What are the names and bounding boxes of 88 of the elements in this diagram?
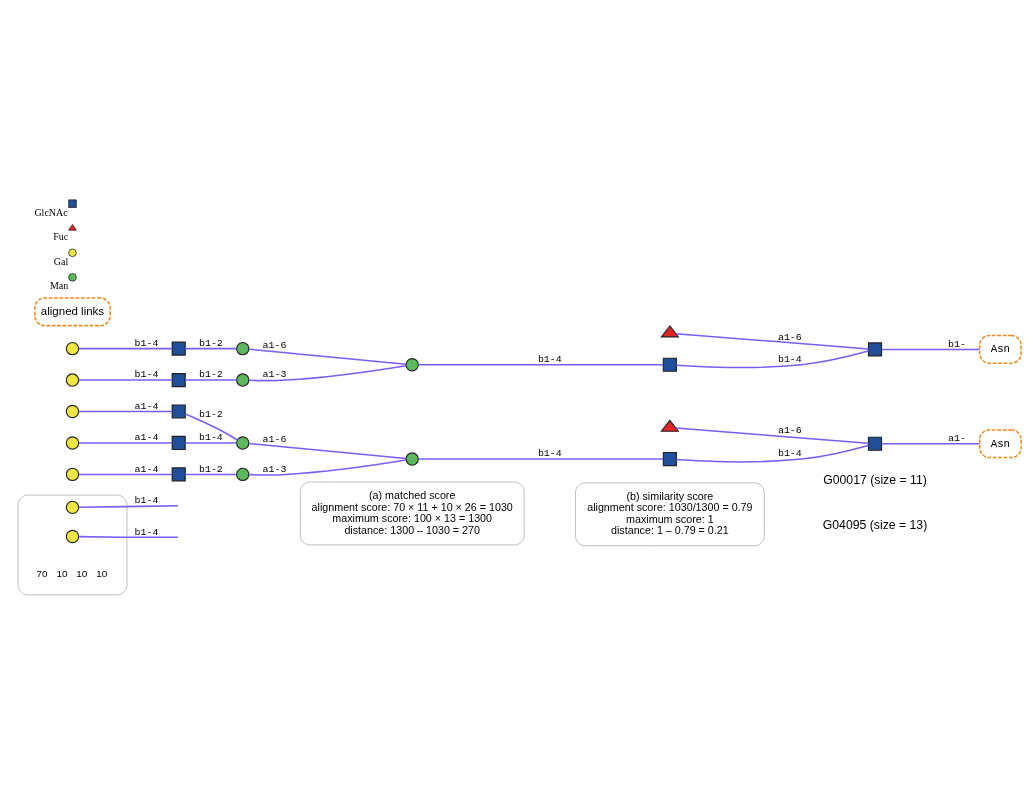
connector (184, 347, 238, 350)
legend-label: aligned links (40, 304, 105, 317)
node-circle (236, 341, 250, 356)
connector (184, 473, 238, 476)
legend-label: Gal (53, 255, 69, 267)
node-circle (65, 404, 80, 419)
node-circle (236, 373, 250, 387)
node-box (171, 404, 186, 419)
edge-label: b1-4 (537, 353, 562, 365)
connector (248, 348, 407, 365)
node-box (867, 342, 883, 357)
connector (248, 459, 407, 476)
node-triangle (660, 419, 680, 432)
node-circle (65, 373, 80, 387)
edge-label: b1-4 (134, 526, 159, 538)
node-circle (65, 500, 80, 515)
connector (417, 363, 664, 366)
connector (248, 442, 407, 460)
node-circle (65, 341, 80, 356)
node-box (171, 341, 186, 356)
connector (248, 364, 407, 382)
node-circle (65, 436, 80, 450)
edge-label: b1-4 (198, 432, 223, 444)
edge-label: a1-6 (262, 433, 287, 445)
connector (78, 379, 173, 381)
node-circle (405, 358, 419, 372)
connector (675, 332, 870, 350)
node-box (171, 373, 186, 388)
node-triangle (660, 325, 680, 338)
edge-label: b1-2 (198, 369, 223, 381)
edge-label: a1-4 (134, 432, 159, 444)
edge-label: b1-2 (198, 463, 223, 475)
edge-label: a1-6 (777, 331, 802, 343)
label: 10 (56, 567, 68, 579)
node-box: Asn (978, 429, 1022, 459)
node-box (171, 467, 186, 482)
connector (78, 410, 173, 413)
edge-label: b1-4 (134, 495, 159, 507)
connector (675, 350, 870, 369)
connector (675, 427, 870, 445)
node-circle (405, 452, 419, 466)
node-box: (b) similarity score alignment score: 1030/1300 = 0.79 maximum score: 1 distance: 1 – 0.79 = 0.21 (575, 482, 765, 547)
node-box (171, 435, 186, 451)
node-circle (236, 436, 250, 450)
connector (184, 442, 238, 444)
node-box (662, 357, 677, 372)
label: 10 (76, 567, 88, 579)
edge-label: a1-4 (134, 463, 159, 475)
edge-label: b1-4 (777, 448, 802, 460)
edge-label: a1-3 (262, 463, 287, 475)
connector (184, 413, 239, 441)
label: 10 (96, 567, 108, 579)
connector (880, 442, 981, 445)
connector (184, 379, 238, 381)
label: G00017 (size = 11) (823, 473, 927, 488)
edge-label: b1-2 (198, 337, 223, 349)
connector (417, 458, 664, 460)
edge-label: a1-4 (134, 400, 159, 412)
cluster (17, 494, 128, 596)
node-box: Asn (978, 334, 1022, 364)
connector (77, 535, 179, 539)
connector (78, 347, 173, 350)
connector (78, 505, 179, 509)
label: 70 (36, 567, 48, 579)
legend-label: Man (49, 280, 69, 292)
node-circle (236, 467, 250, 482)
edge-label: a1- (948, 432, 967, 444)
edge-label: a1-6 (262, 340, 287, 352)
node-box: (a) matched score alignment score: 70 × 11 + 10 × 26 = 1030 maximum score: 100 × 13 = 1300 distance: 1300 – 1030 = 270 (299, 481, 525, 546)
edge-label: b1-4 (537, 448, 562, 460)
edge-label: b1-4 (134, 369, 159, 381)
edge-label: b1- (948, 338, 967, 350)
connector (78, 473, 173, 476)
legend-label: Fuc (53, 231, 69, 243)
connector (880, 348, 981, 351)
node-circle (65, 467, 80, 482)
label: G04095 (size = 13) (822, 517, 928, 532)
node-box (662, 451, 677, 467)
edge-label: b1-4 (777, 353, 802, 365)
connector (675, 444, 870, 463)
legend-label: GlcNAc (34, 206, 68, 218)
connector (78, 442, 173, 444)
node-circle (65, 529, 80, 544)
edge-label: b1-2 (198, 409, 223, 421)
edge-label: a1-6 (777, 425, 802, 437)
edge-label: a1-3 (262, 369, 287, 381)
node-box (867, 436, 883, 451)
edge-label: b1-4 (134, 337, 159, 349)
